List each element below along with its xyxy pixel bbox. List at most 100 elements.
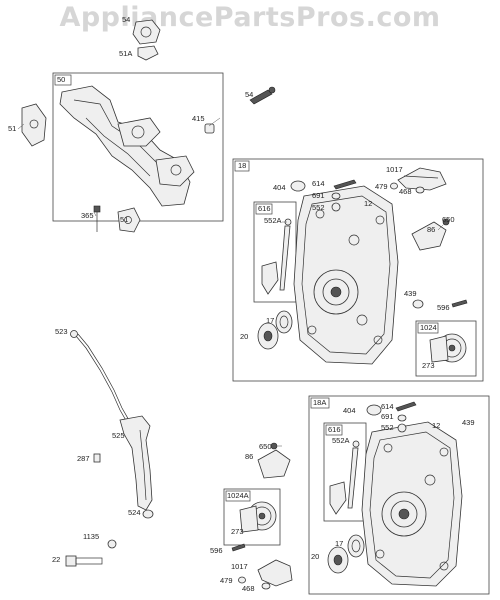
part-1017b-breather	[257, 559, 293, 587]
group-1024a-tag	[225, 490, 251, 502]
part-51b-gasket	[117, 207, 141, 233]
part-479b	[238, 576, 246, 584]
label-650b: 650	[259, 442, 272, 451]
label-691b: 691	[381, 412, 394, 421]
label-524: 524	[128, 508, 141, 517]
group-1024a-box	[223, 488, 281, 546]
part-596b-screw	[231, 543, 246, 552]
label-20b: 20	[311, 552, 319, 561]
label-273b: 273	[231, 527, 244, 536]
label-17a: 17	[266, 316, 274, 325]
part-525-dipstick-tube	[119, 415, 153, 511]
leader-lines	[17, 117, 445, 447]
part-20-bearing	[257, 322, 279, 350]
group-1024-box	[415, 320, 477, 377]
part-287-screw	[93, 453, 101, 463]
part-614a	[333, 179, 357, 190]
part-51-gasket	[21, 103, 47, 147]
label-691a: 691	[312, 191, 325, 200]
label-404a: 404	[273, 183, 286, 192]
label-439b: 439	[462, 418, 475, 427]
label-20a: 20	[240, 332, 248, 341]
label-287: 287	[77, 454, 90, 463]
label-group-50: 50	[57, 75, 65, 84]
label-12b: 12	[432, 421, 440, 430]
part-oil-pump-a	[429, 333, 467, 363]
label-525: 525	[112, 431, 125, 440]
label-group-1024: 1024	[420, 323, 437, 332]
label-86b: 86	[245, 452, 253, 461]
label-group-1024a: 1024A	[227, 491, 249, 500]
part-468a	[415, 186, 425, 194]
label-group-616b: 616	[328, 425, 341, 434]
part-22-drain-plug	[65, 555, 103, 567]
part-614b	[395, 401, 417, 412]
part-596a-screw	[451, 299, 468, 308]
label-273a: 273	[422, 361, 435, 370]
label-group-18a: 18A	[313, 398, 326, 407]
label-614b: 614	[381, 402, 394, 411]
group-18-tag	[234, 160, 250, 172]
part-1017a-breather	[397, 167, 447, 191]
label-614a: 614	[312, 179, 325, 188]
part-552a-governor-b	[329, 440, 360, 515]
label-596b: 596	[210, 546, 223, 555]
label-1135: 1135	[83, 532, 99, 541]
part-12-crankcase-cover	[293, 185, 399, 365]
label-479a: 479	[375, 182, 388, 191]
label-51: 51	[8, 124, 16, 133]
part-404a	[290, 180, 306, 192]
group-18a-box	[308, 395, 490, 595]
watermark: AppliancePartsPros.com	[59, 2, 441, 33]
group-616b-tag	[325, 424, 343, 436]
label-404b: 404	[343, 406, 356, 415]
part-552a	[331, 202, 341, 212]
label-552A-b: 552A	[332, 436, 350, 445]
part-691b	[397, 414, 407, 422]
label-552a: 552	[312, 203, 325, 212]
label-468b: 468	[242, 584, 255, 593]
group-18-box	[232, 158, 484, 382]
label-365: 365	[81, 211, 94, 220]
label-1017a: 1017	[386, 165, 403, 174]
group-18a-tag	[310, 397, 330, 409]
label-479b: 479	[220, 576, 233, 585]
label-523: 523	[55, 327, 68, 336]
label-12a: 12	[364, 199, 372, 208]
part-oil-pump-b	[239, 501, 277, 533]
label-54-top: 54	[122, 15, 130, 24]
label-51b: 51	[120, 215, 128, 224]
label-54: 54	[245, 90, 253, 99]
part-365-bolt	[93, 205, 101, 232]
label-group-18: 18	[238, 161, 246, 170]
label-439a: 439	[404, 289, 417, 298]
label-415: 415	[192, 114, 205, 123]
part-552b	[397, 423, 407, 433]
group-1024-tag	[417, 322, 439, 334]
part-479a	[390, 182, 398, 190]
part-54-stud	[249, 86, 276, 105]
part-intake-elbow	[59, 85, 195, 207]
label-552A-a: 552A	[264, 216, 282, 225]
label-468a: 468	[399, 187, 412, 196]
part-650a	[442, 218, 450, 226]
part-12b-crankcase-cover	[361, 421, 463, 587]
part-439a	[412, 299, 424, 309]
part-17b-oil-seal	[347, 534, 365, 558]
part-51a-gasket	[132, 19, 161, 61]
part-86a-gasket	[411, 221, 447, 251]
part-552a-governor	[261, 218, 292, 295]
label-1017b: 1017	[231, 562, 248, 571]
group-50-tag	[54, 74, 72, 86]
label-86a: 86	[427, 225, 435, 234]
part-524-oring	[142, 509, 154, 519]
label-51a: 51A	[119, 49, 132, 58]
part-20b-bearing	[327, 546, 349, 574]
label-552b: 552	[381, 423, 394, 432]
part-691a	[331, 192, 341, 200]
part-17-oil-seal	[275, 310, 293, 334]
part-468b	[261, 582, 271, 590]
part-523-dipstick	[70, 330, 131, 425]
